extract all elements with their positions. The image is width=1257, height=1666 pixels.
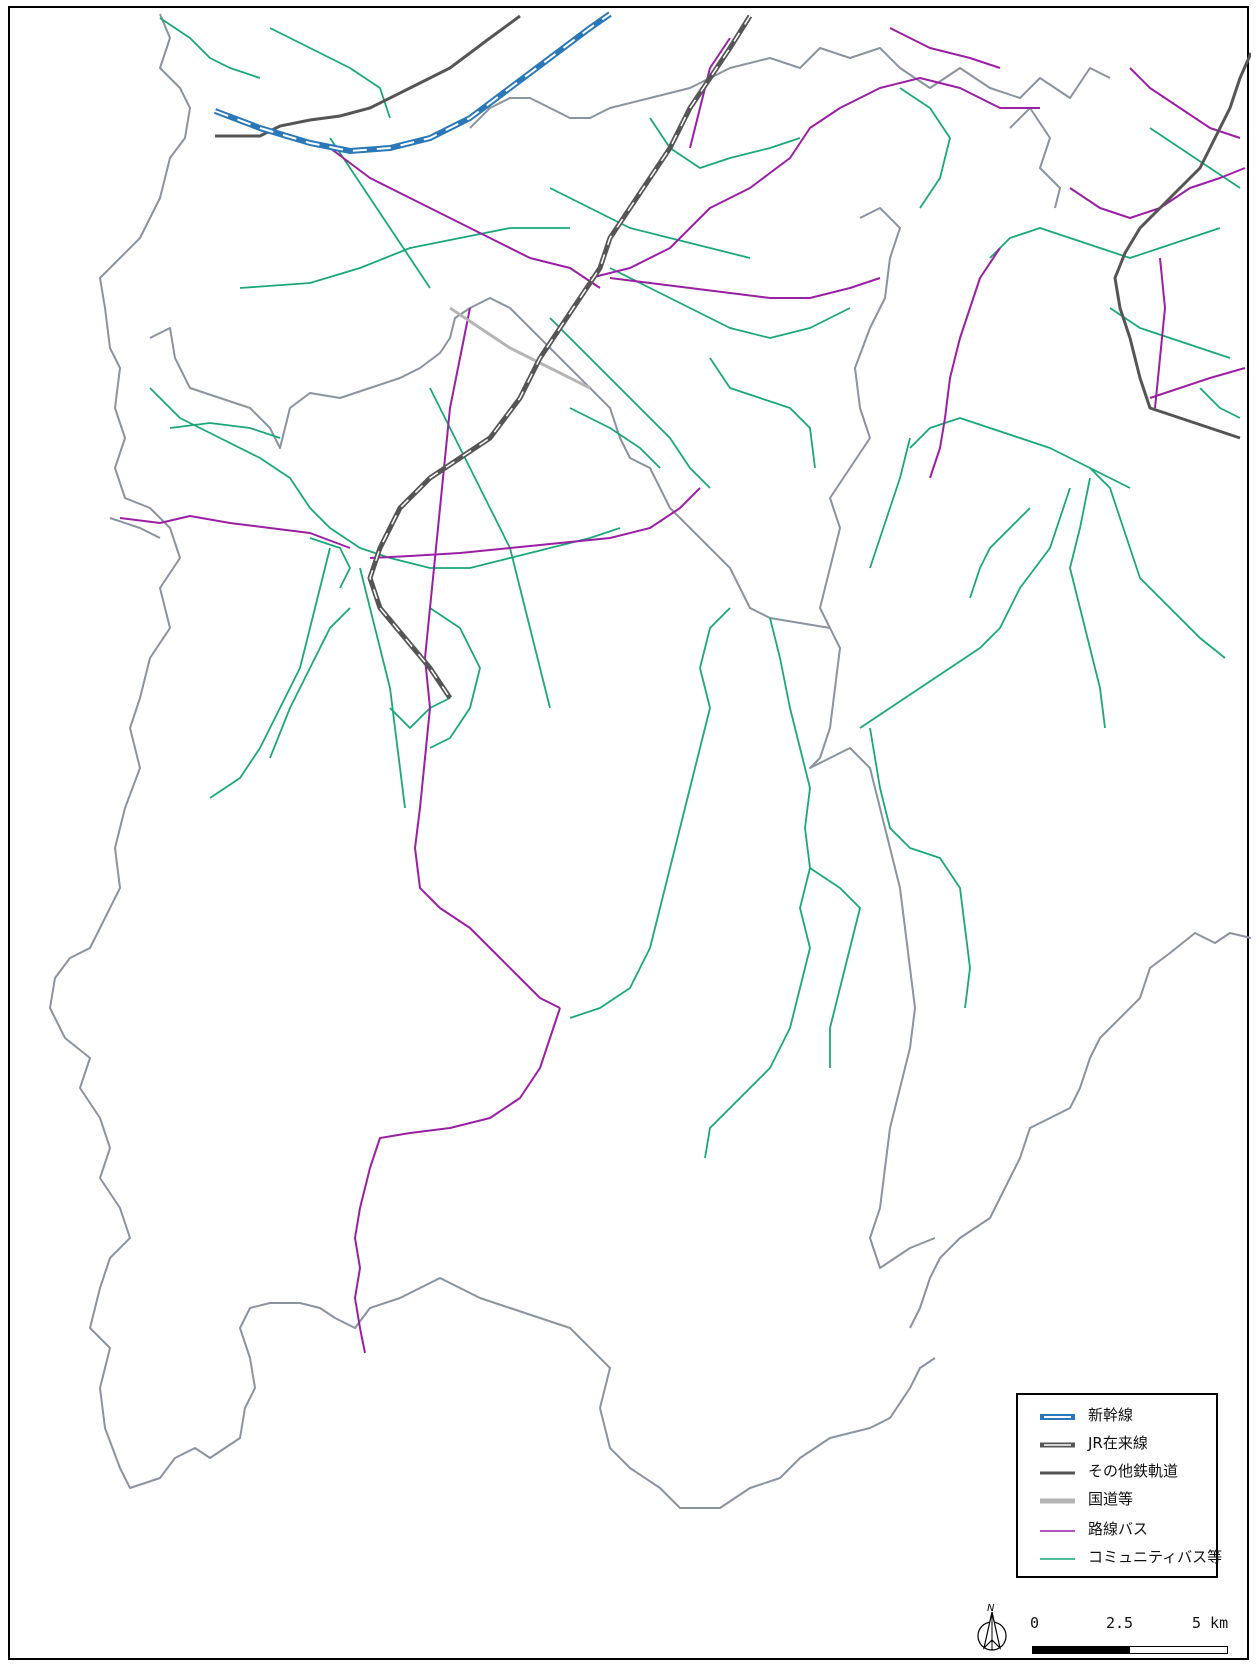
boundary-inner (109, 517, 161, 539)
other-rail-symbol-icon (1040, 1471, 1075, 1475)
legend-label: その他鉄軌道 (1088, 1462, 1179, 1480)
scale-bar: N 0 2.5 5 km (970, 1598, 1250, 1658)
north-label: N (987, 1603, 995, 1614)
boundary-west (49, 13, 936, 1509)
map-legend: 新幹線 JR在来線 その他鉄軌道 国道等 路線バス コミュニティバス等 (1016, 1393, 1222, 1578)
scale-bar-graphic (1032, 1646, 1228, 1654)
jr-line (367, 14, 753, 700)
legend-item-shinkansen: 新幹線 (1018, 1405, 1218, 1425)
jr-line-symbol-icon (1040, 1442, 1075, 1448)
scale-label-2-5: 2.5 (1106, 1614, 1134, 1632)
boundary-central (149, 297, 936, 1269)
boundary-lines (49, 13, 1251, 1509)
national-road-symbol-icon (1040, 1498, 1075, 1504)
legend-label: JR在来線 (1088, 1434, 1148, 1452)
north-arrow-icon: N (977, 1603, 1007, 1651)
boundary-mid-east (819, 207, 901, 629)
map-frame: 新幹線 JR在来線 その他鉄軌道 国道等 路線バス コミュニティバス等 N (8, 6, 1251, 1662)
scale-label-0: 0 (1030, 1614, 1040, 1632)
legend-label: 路線バス (1088, 1520, 1149, 1538)
boundary-east-south (909, 932, 1251, 1329)
route-bus-symbol-icon (1040, 1530, 1075, 1532)
other-rail-lines (215, 14, 1251, 440)
legend-item-community-bus: コミュニティバス等 (1018, 1547, 1222, 1567)
legend-item-national-road: 国道等 (1018, 1489, 1218, 1509)
shinkansen-symbol-icon (1040, 1414, 1075, 1420)
national-roads (449, 306, 591, 390)
boundary-north (469, 47, 1111, 129)
map-canvas[interactable] (10, 8, 1251, 1662)
legend-label: 国道等 (1088, 1490, 1134, 1508)
route-bus-routes (119, 27, 1246, 1354)
community-bus-symbol-icon (1040, 1558, 1075, 1560)
boundary-east (1009, 107, 1061, 209)
community-bus-routes (149, 17, 1241, 1159)
legend-item-other-rail: その他鉄軌道 (1018, 1461, 1218, 1481)
scale-label-5km: 5 km (1192, 1614, 1229, 1632)
legend-item-route-bus: 路線バス (1018, 1519, 1218, 1539)
legend-item-jr: JR在来線 (1018, 1433, 1218, 1453)
legend-label: コミュニティバス等 (1088, 1548, 1223, 1566)
legend-label: 新幹線 (1088, 1406, 1134, 1424)
shinkansen-line (213, 11, 612, 155)
